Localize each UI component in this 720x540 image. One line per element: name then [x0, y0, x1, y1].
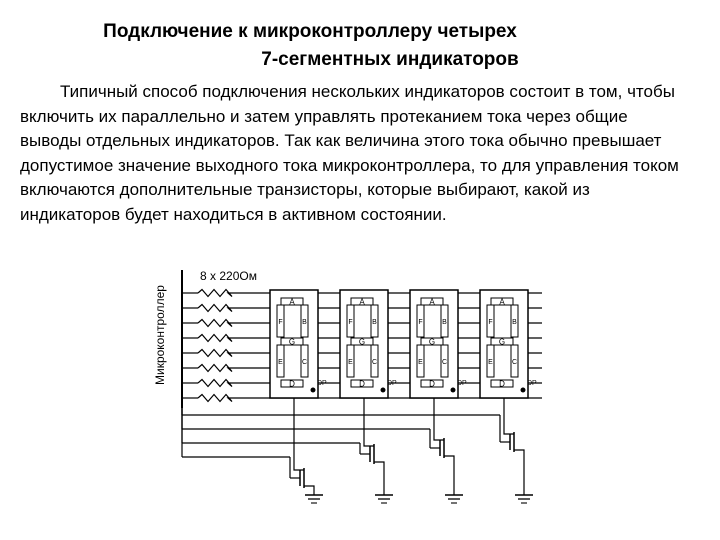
source-line [374, 461, 385, 495]
resistor [197, 393, 240, 403]
resistor [197, 303, 240, 313]
segment-label: C [442, 359, 447, 366]
decimal-point [520, 387, 526, 393]
segment-label: A [289, 298, 295, 307]
segment [420, 379, 444, 388]
paragraph-text: Типичный способ подключения нескольких и… [20, 82, 679, 224]
segment [280, 337, 304, 346]
resistor [197, 363, 240, 373]
source-line [514, 449, 525, 495]
segment [510, 344, 519, 378]
segment [420, 297, 444, 306]
segment [346, 304, 355, 338]
segment-label: F [418, 319, 422, 326]
segment-label: B [372, 319, 377, 326]
segment [416, 304, 425, 338]
segment [440, 344, 449, 378]
segment [300, 304, 309, 338]
drain-line [293, 410, 304, 471]
segment [280, 297, 304, 306]
segment-label: B [302, 319, 307, 326]
title-line-2: 7-сегментных индикаторов [261, 49, 519, 70]
segment-label: D [499, 380, 505, 389]
segment [276, 304, 285, 338]
segment-label: DP [387, 380, 397, 387]
circuit-schematic: Микроконтроллер 8 x 220Ом A G D F B E C DP A G D F B… [153, 269, 542, 504]
segment-label: A [429, 298, 435, 307]
segment [416, 344, 425, 378]
title-line-1: Подключение к микроконтроллеру четырех [103, 21, 517, 42]
segment-label: G [499, 338, 505, 347]
segment [486, 304, 495, 338]
segment-label: B [442, 319, 447, 326]
segment-label: DP [527, 380, 537, 387]
segment-label: F [348, 319, 352, 326]
decimal-point [310, 387, 316, 393]
segment-label: D [289, 380, 295, 389]
mcu-label: Микроконтроллер [153, 285, 167, 385]
segment-label: G [359, 338, 365, 347]
segment [490, 337, 514, 346]
decimal-point [380, 387, 386, 393]
segment [350, 297, 374, 306]
resistor [197, 348, 240, 358]
segment-label: G [289, 338, 295, 347]
drain-line [433, 410, 444, 441]
segment [346, 344, 355, 378]
source-line [444, 455, 455, 495]
segment-label: F [488, 319, 492, 326]
segment [280, 379, 304, 388]
segment-label: B [512, 319, 517, 326]
segment-label: D [359, 380, 365, 389]
segment [370, 344, 379, 378]
segment-label: A [359, 298, 365, 307]
decimal-point [450, 387, 456, 393]
segment [276, 344, 285, 378]
segment-label: A [499, 298, 505, 307]
slide-title: Подключение к микроконтроллеру четырех 7… [0, 18, 720, 74]
source-line [304, 485, 315, 495]
segment [420, 337, 444, 346]
segment-label: DP [317, 380, 327, 387]
segment-label: E [418, 359, 423, 366]
resistor [197, 318, 240, 328]
segment [350, 379, 374, 388]
segment-label: G [429, 338, 435, 347]
segment [350, 337, 374, 346]
segment-label: D [429, 380, 435, 389]
segment [300, 344, 309, 378]
resistor-array [182, 288, 240, 403]
segment [440, 304, 449, 338]
resistor [197, 288, 240, 298]
description-paragraph: Типичный способ подключения нескольких и… [20, 80, 688, 227]
segment [510, 304, 519, 338]
segment [370, 304, 379, 338]
transistor-group [181, 408, 533, 504]
segment [490, 379, 514, 388]
segment [490, 297, 514, 306]
segment-label: C [512, 359, 517, 366]
drain-line [503, 410, 514, 435]
resistor [197, 378, 240, 388]
indicator-group: A G D F B E C DP A G D F B E C DP A G D F B E C DP A G D F B E C DP [269, 289, 537, 410]
segment-label: DP [457, 380, 467, 387]
segment-label: E [488, 359, 493, 366]
segment-label: F [278, 319, 282, 326]
segment [486, 344, 495, 378]
segment-label: C [302, 359, 307, 366]
resistor [197, 333, 240, 343]
segment-label: E [348, 359, 353, 366]
drain-line [363, 410, 374, 447]
segment-label: E [278, 359, 283, 366]
segment-label: C [372, 359, 377, 366]
resistor-label: 8 x 220Ом [200, 269, 257, 283]
